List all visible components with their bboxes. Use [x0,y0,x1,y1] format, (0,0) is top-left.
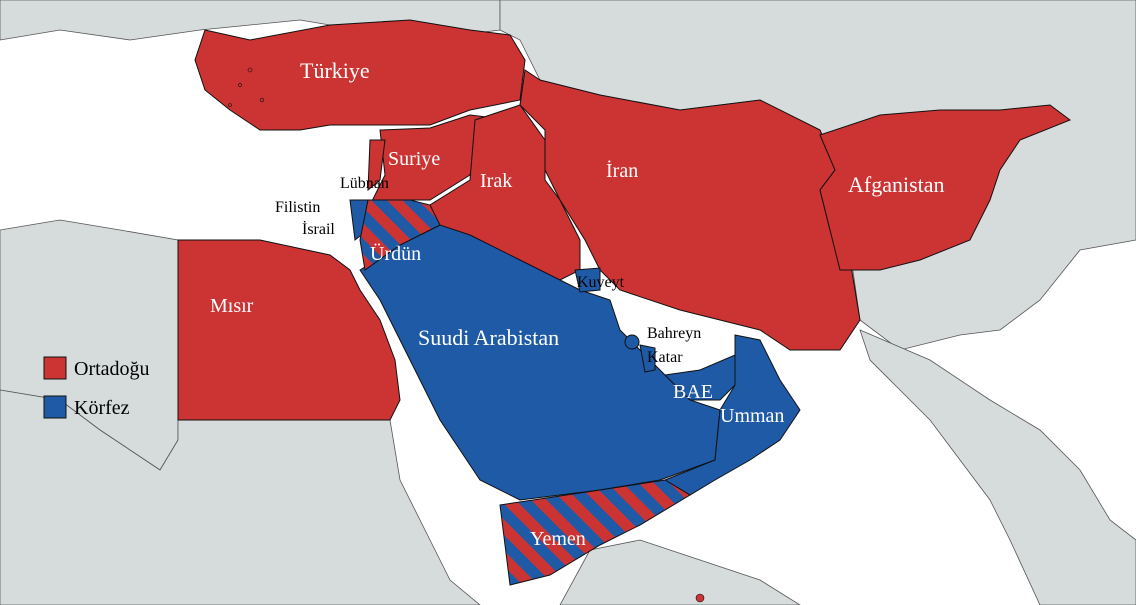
middle-east-countries [177,19,1072,421]
label-bahrain: Bahreyn [647,325,701,342]
kuwait-region [574,267,601,293]
label-egypt: Mısır [210,295,254,317]
africa-land [0,389,481,605]
islands [228,67,705,603]
qatar-region [639,344,656,373]
turkey-region [194,19,526,131]
yemen-region [499,479,691,586]
label-iran: İran [606,159,638,182]
afghanistan-region [819,104,1072,271]
label-turkey: Türkiye [300,58,370,83]
legend-label-middle-east: Ortadoğu [74,358,150,380]
label-israel: İsrail [302,220,335,238]
label-syria: Suriye [388,148,440,170]
india-land [859,329,1136,605]
egypt-region [177,239,401,421]
label-jordan: Ürdün [370,242,421,265]
oman-region [663,334,801,496]
label-lebanon: Lübnan [340,175,389,192]
legend-swatch-middle-east [43,356,67,380]
label-iraq: Irak [480,170,512,192]
striped-countries [359,199,691,586]
label-oman: Umman [720,405,784,427]
iran-region [519,69,861,351]
somalia-land [559,539,801,605]
bahrain-region [624,334,640,350]
country-labels: Türkiye Suriye Lübnan Filistin İsrail Ir… [210,58,945,550]
legend-swatch-gulf [43,395,67,419]
jordan-region [359,199,441,271]
lebanon-region [367,139,386,192]
label-kuwait: Kuveyt [577,274,625,291]
gulf-countries [349,199,801,501]
label-qatar: Katar [647,349,683,366]
saudi-arabia-region [359,224,721,501]
legend: Ortadoğu Körfez [43,356,150,419]
label-saudi-arabia: Suudi Arabistan [418,325,559,350]
legend-label-gulf: Körfez [74,397,130,419]
label-afghanistan: Afganistan [848,172,945,197]
label-palestine: Filistin [275,199,320,216]
label-uae: BAE [673,381,713,403]
label-yemen: Yemen [530,528,586,550]
